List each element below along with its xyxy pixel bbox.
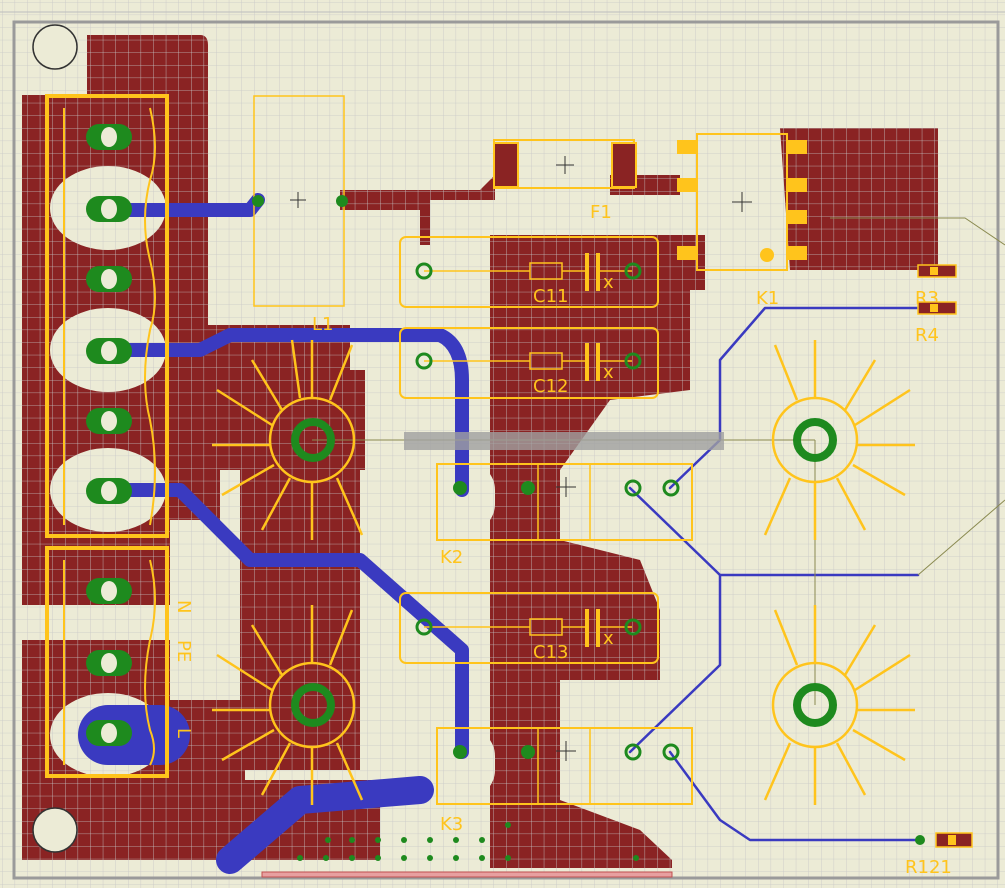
connector-label-pe: PE — [173, 640, 194, 662]
relay-k2-pad-2 — [521, 481, 535, 495]
heatsink-pads — [291, 418, 837, 727]
relay-k1-pad-1 — [677, 140, 697, 154]
capacitor-c13-mark: x — [603, 628, 614, 649]
terminal-pad-4 — [86, 338, 132, 364]
terminal-pad-pe — [86, 650, 132, 676]
fuse-f1-pad-1 — [493, 142, 519, 188]
heatsink-1 — [212, 339, 364, 540]
inductor-l1-pad-1 — [252, 195, 264, 207]
label-c13: C13 — [533, 642, 568, 663]
terminal-block-x2[interactable] — [45, 546, 169, 778]
capacitor-c12[interactable]: x C12 — [399, 327, 659, 399]
capacitor-c11-outline — [399, 236, 659, 308]
inductor-l1[interactable]: L1 — [252, 95, 348, 335]
relay-k3-pad-2 — [521, 745, 535, 759]
relay-k3-pad-1 — [453, 745, 467, 759]
relay-k3-pad-4 — [662, 743, 680, 761]
inductor-l1-pad-2 — [336, 195, 348, 207]
relay-k3-pad-3 — [624, 743, 642, 761]
connector-label-n: N — [173, 600, 194, 613]
relay-k1-pad-3 — [677, 246, 697, 260]
relay-k3-outline — [436, 727, 693, 805]
relay-k1-outline — [696, 133, 788, 271]
terminal-block-x1-profile — [63, 107, 156, 526]
relay-k3[interactable]: K3 — [436, 727, 693, 835]
label-k2: K2 — [440, 547, 463, 568]
inductor-l1-origin — [290, 192, 306, 208]
capacitor-c13-outline — [399, 592, 659, 664]
terminal-block-x1[interactable] — [45, 94, 169, 538]
capacitor-c13[interactable]: x C13 — [399, 592, 659, 664]
relay-k1-pad-2 — [677, 178, 697, 192]
relay-k2-pad-4 — [662, 479, 680, 497]
terminal-block-x1-outline — [45, 94, 169, 538]
terminal-pad-2 — [86, 196, 132, 222]
relay-k2[interactable]: K2 — [436, 463, 693, 568]
keepout-bar — [404, 432, 724, 450]
relay-k2-pad-1 — [453, 481, 467, 495]
relay-k1-pad-4 — [787, 140, 807, 154]
capacitor-c11-mark: x — [603, 272, 614, 293]
relay-k1-pad-5 — [787, 178, 807, 192]
capacitor-c13-pad-2 — [624, 618, 642, 636]
capacitor-c11-pad-1 — [415, 262, 433, 280]
mounting-holes — [32, 24, 78, 853]
capacitor-c13-pad-1 — [415, 618, 433, 636]
resistor-r4[interactable]: R4 — [915, 301, 957, 346]
terminal-pad-l — [86, 720, 132, 746]
terminal-pad-n — [86, 578, 132, 604]
terminal-pad-6 — [86, 478, 132, 504]
heatsinks — [212, 339, 915, 805]
fuse-f1-pad-2 — [611, 142, 637, 188]
terminal-block-x2-profile — [63, 559, 156, 766]
relay-k2-outline — [436, 463, 693, 541]
label-r121: R121 — [905, 857, 952, 878]
heatsink-2 — [212, 605, 364, 805]
fuse-f1[interactable]: F1 — [493, 139, 637, 223]
capacitor-c11[interactable]: x C11 — [399, 236, 659, 308]
label-r4: R4 — [915, 325, 939, 346]
terminal-pad-3 — [86, 266, 132, 292]
capacitor-c12-outline — [399, 327, 659, 399]
label-k1: K1 — [756, 288, 779, 309]
relay-k1-pad-7 — [787, 246, 807, 260]
label-c11: C11 — [533, 286, 568, 307]
heatsink-3 — [763, 340, 915, 540]
board-outline — [12, 20, 1000, 880]
terminal-pad-1 — [86, 124, 132, 150]
bottom-edge-strip — [261, 871, 673, 878]
terminal-pads — [86, 124, 132, 746]
relay-k1-origin — [732, 192, 752, 212]
resistor-r121[interactable]: R121 — [905, 832, 973, 878]
relay-k1-pin1-marker — [760, 248, 774, 262]
relay-k1-pad-6 — [787, 210, 807, 224]
capacitor-c11-pad-2 — [624, 262, 642, 280]
label-l1: L1 — [312, 314, 333, 335]
relay-k1[interactable]: K1 — [677, 133, 807, 309]
relay-k2-pad-3 — [624, 479, 642, 497]
via-row — [297, 822, 639, 861]
label-k3: K3 — [440, 814, 463, 835]
connector-label-l: L — [173, 728, 194, 738]
terminal-block-x2-outline — [45, 546, 169, 778]
fuse-f1-origin — [556, 156, 574, 174]
terminal-pad-5 — [86, 408, 132, 434]
label-c12: C12 — [533, 376, 568, 397]
label-f1: F1 — [590, 202, 612, 223]
capacitor-c12-mark: x — [603, 362, 614, 383]
capacitor-c12-pad-2 — [624, 352, 642, 370]
capacitor-c12-pad-1 — [415, 352, 433, 370]
heatsink-4 — [763, 605, 915, 805]
